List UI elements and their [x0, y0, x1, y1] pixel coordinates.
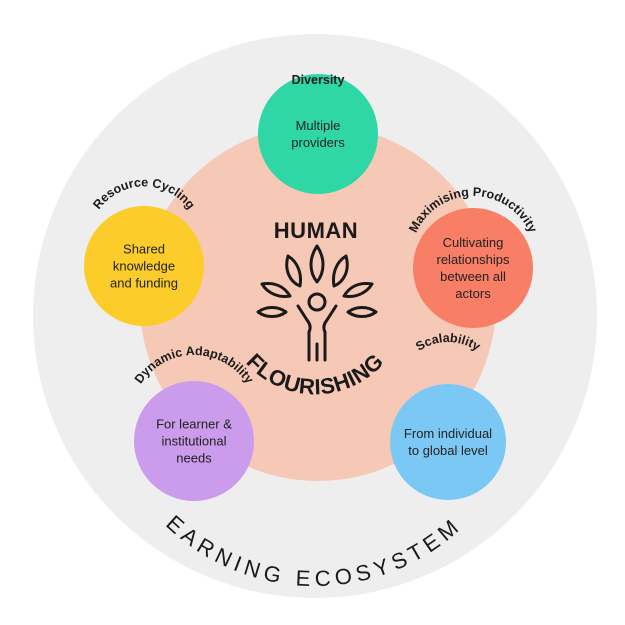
node-title-diversity: Diversity — [292, 73, 345, 87]
node-circle-dynamic-adaptability — [134, 381, 254, 501]
node-circle-scalability — [390, 384, 506, 500]
node-text-resource-cycling-line-3: and funding — [110, 276, 178, 291]
node-diversity: Multiple providers Diversity — [258, 73, 378, 194]
center-disc — [140, 125, 496, 481]
node-text-maximising-productivity-line-3: between all — [440, 269, 506, 284]
node-circle-resource-cycling — [84, 206, 204, 326]
node-text-resource-cycling-line-1: Shared — [123, 242, 165, 257]
node-text-scalability-line-2: to global level — [408, 443, 488, 458]
node-text-maximising-productivity-line-4: actors — [455, 286, 491, 301]
node-text-dynamic-adaptability-line-3: needs — [176, 451, 212, 466]
tree-person-icon — [256, 244, 378, 362]
node-circle-maximising-productivity — [413, 208, 533, 328]
node-text-diversity-line-1: Multiple — [296, 118, 341, 133]
node-text-dynamic-adaptability-line-2: institutional — [161, 434, 226, 449]
node-text-maximising-productivity-line-1: Cultivating — [443, 235, 504, 250]
node-text-resource-cycling-line-2: knowledge — [113, 259, 175, 274]
node-text-dynamic-adaptability-line-1: For learner & — [156, 417, 232, 432]
node-text-scalability-line-1: From individual — [404, 426, 492, 441]
node-text-maximising-productivity-line-2: relationships — [437, 252, 510, 267]
node-circle-diversity — [258, 74, 378, 194]
human-label: HUMAN — [274, 218, 358, 243]
node-text-diversity-line-2: providers — [291, 135, 345, 150]
